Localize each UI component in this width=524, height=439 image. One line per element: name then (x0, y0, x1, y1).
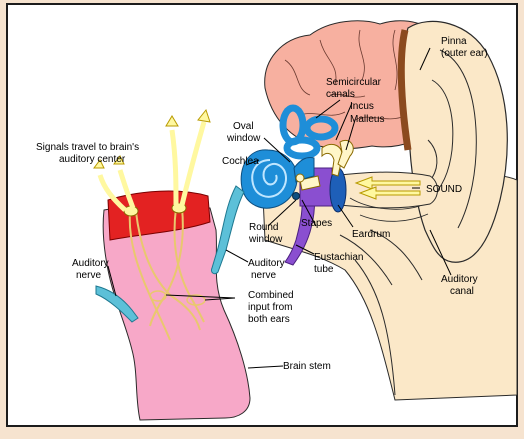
label-oval-line2: window (226, 133, 261, 144)
label-auditory-nerve-left-line2: nerve (76, 270, 101, 281)
label-eustachian-line2: tube (314, 264, 334, 275)
label-round-line2: window (248, 234, 283, 245)
label-canal-line1: Auditory (441, 274, 478, 285)
ossicles (299, 140, 354, 191)
label-pinna-line2: (outer ear) (441, 48, 488, 59)
label-combined-line2: input from (248, 302, 292, 313)
cochlea (240, 149, 315, 209)
label-signals-line1: Signals travel to brain's (36, 142, 139, 153)
label-pinna-line1: Pinna (441, 36, 467, 47)
signal-arrowheads (93, 108, 211, 169)
round-window (292, 192, 300, 200)
label-malleus: Malleus (350, 114, 384, 125)
nerve-knot-right (171, 202, 187, 214)
label-incus: Incus (350, 101, 374, 112)
label-signals-line2: auditory center (59, 154, 126, 165)
label-auditory-nerve-right-line1: Auditory (248, 258, 285, 269)
label-combined-line3: both ears (248, 314, 290, 325)
label-canal-line2: canal (450, 286, 474, 297)
label-brain-stem: Brain stem (283, 361, 331, 372)
label-eustachian-line1: Eustachian (314, 252, 363, 263)
signal-arrows (97, 121, 207, 212)
label-semicircular-line1: Semicircular (326, 77, 382, 88)
label-semicircular-line2: canals (326, 89, 355, 100)
label-eardrum: Eardrum (352, 229, 390, 240)
label-round-line1: Round (249, 222, 278, 233)
label-sound: SOUND (426, 184, 462, 195)
label-auditory-nerve-right-line2: nerve (251, 270, 276, 281)
label-cochlea: Cochlea (222, 156, 259, 167)
label-auditory-nerve-left-line1: Auditory (72, 258, 109, 269)
sound-waves (354, 176, 421, 200)
auditory-nerve-path (211, 185, 245, 275)
label-oval-line1: Oval (233, 121, 254, 132)
label-stapes: Stapes (301, 218, 332, 229)
leader-lines (107, 47, 452, 369)
auditory-nerve-left (95, 285, 139, 323)
eustachian-tube (284, 187, 315, 266)
label-combined-line1: Combined (248, 290, 294, 301)
semicircular-canals (279, 104, 339, 160)
oval-window (295, 173, 305, 183)
